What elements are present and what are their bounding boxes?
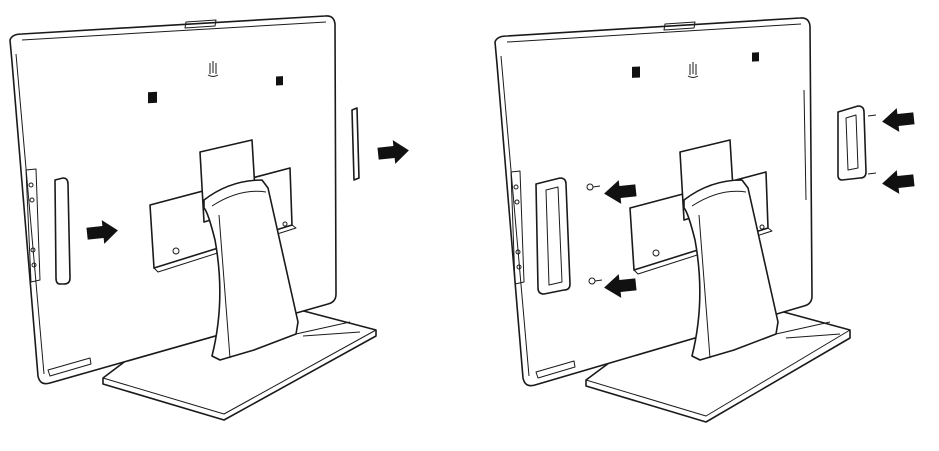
panel-attach-handles bbox=[494, 17, 915, 423]
screw-icon bbox=[867, 114, 877, 117]
panel-remove-covers bbox=[9, 15, 409, 421]
arrow-left-icon bbox=[882, 108, 915, 132]
arrow-right-icon bbox=[377, 140, 409, 164]
screw-icon bbox=[586, 183, 601, 191]
left-side-cover-slot bbox=[54, 177, 71, 285]
port-square bbox=[752, 52, 759, 62]
left-side-handle bbox=[535, 177, 571, 295]
arrow-left-icon bbox=[604, 274, 637, 298]
port-square bbox=[632, 66, 640, 78]
stand-neck bbox=[199, 139, 351, 361]
arrow-left-icon bbox=[882, 170, 915, 194]
screw-icon bbox=[867, 172, 877, 175]
right-side-handle bbox=[837, 105, 867, 181]
arrow-right-icon bbox=[86, 220, 118, 244]
screw-icon bbox=[588, 277, 603, 285]
stand-neck bbox=[679, 139, 831, 361]
port-square bbox=[148, 91, 157, 104]
right-side-cover-detached bbox=[351, 107, 360, 181]
arrow-left-icon bbox=[604, 180, 637, 204]
port-square bbox=[276, 76, 283, 86]
